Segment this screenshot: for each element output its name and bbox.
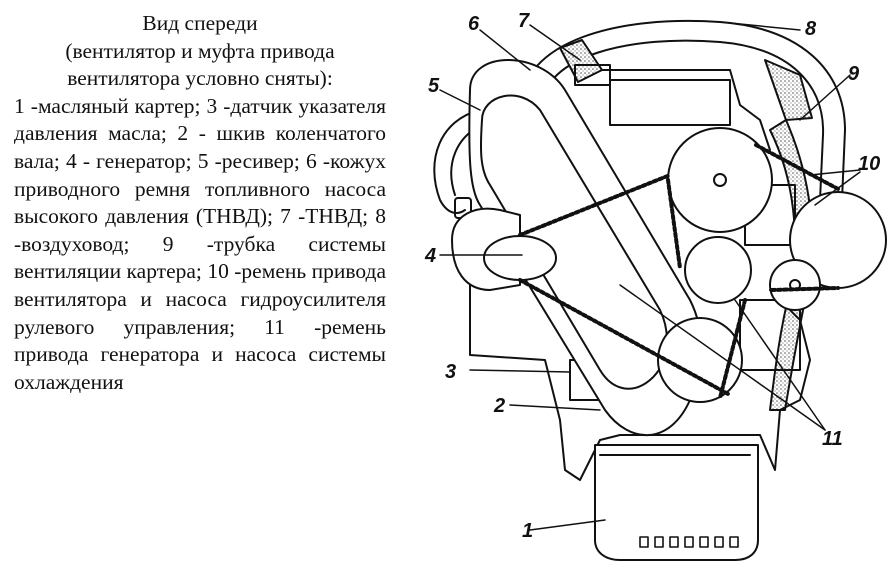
callout-2: 2 bbox=[493, 395, 505, 417]
fuel-pump bbox=[559, 39, 611, 86]
leader-lines bbox=[439, 21, 861, 531]
callout-4: 4 bbox=[424, 245, 436, 267]
generator bbox=[451, 207, 557, 291]
tensioner-pulley bbox=[769, 259, 821, 311]
caption-legend: 1 -масляный картер; 3 -датчик указателя … bbox=[14, 93, 386, 394]
callout-6: 6 bbox=[468, 13, 480, 35]
belts bbox=[518, 143, 842, 400]
callout-3: 3 bbox=[445, 361, 456, 383]
engine-front-view-diagram: 1 2 3 4 5 6 7 8 9 10 11 bbox=[424, 10, 887, 561]
callout-1: 1 bbox=[522, 520, 533, 542]
callout-labels: 1 2 3 4 5 6 7 8 9 10 11 bbox=[424, 10, 880, 542]
callout-8: 8 bbox=[805, 18, 817, 40]
caption-subtitle: (вентилятор и муфта привода вентилятора … bbox=[65, 38, 335, 91]
callout-7: 7 bbox=[518, 10, 530, 32]
callout-11: 11 bbox=[822, 428, 843, 450]
crankshaft-pulley bbox=[657, 317, 743, 403]
caption-title: Вид спереди bbox=[142, 11, 258, 35]
callout-5: 5 bbox=[428, 75, 440, 97]
oil-sump bbox=[594, 444, 759, 561]
idler-pulley bbox=[684, 236, 752, 304]
callout-9: 9 bbox=[848, 63, 860, 85]
callout-10: 10 bbox=[858, 153, 880, 175]
figure-caption: Вид спереди (вентилятор и муфта привода … bbox=[14, 10, 386, 396]
